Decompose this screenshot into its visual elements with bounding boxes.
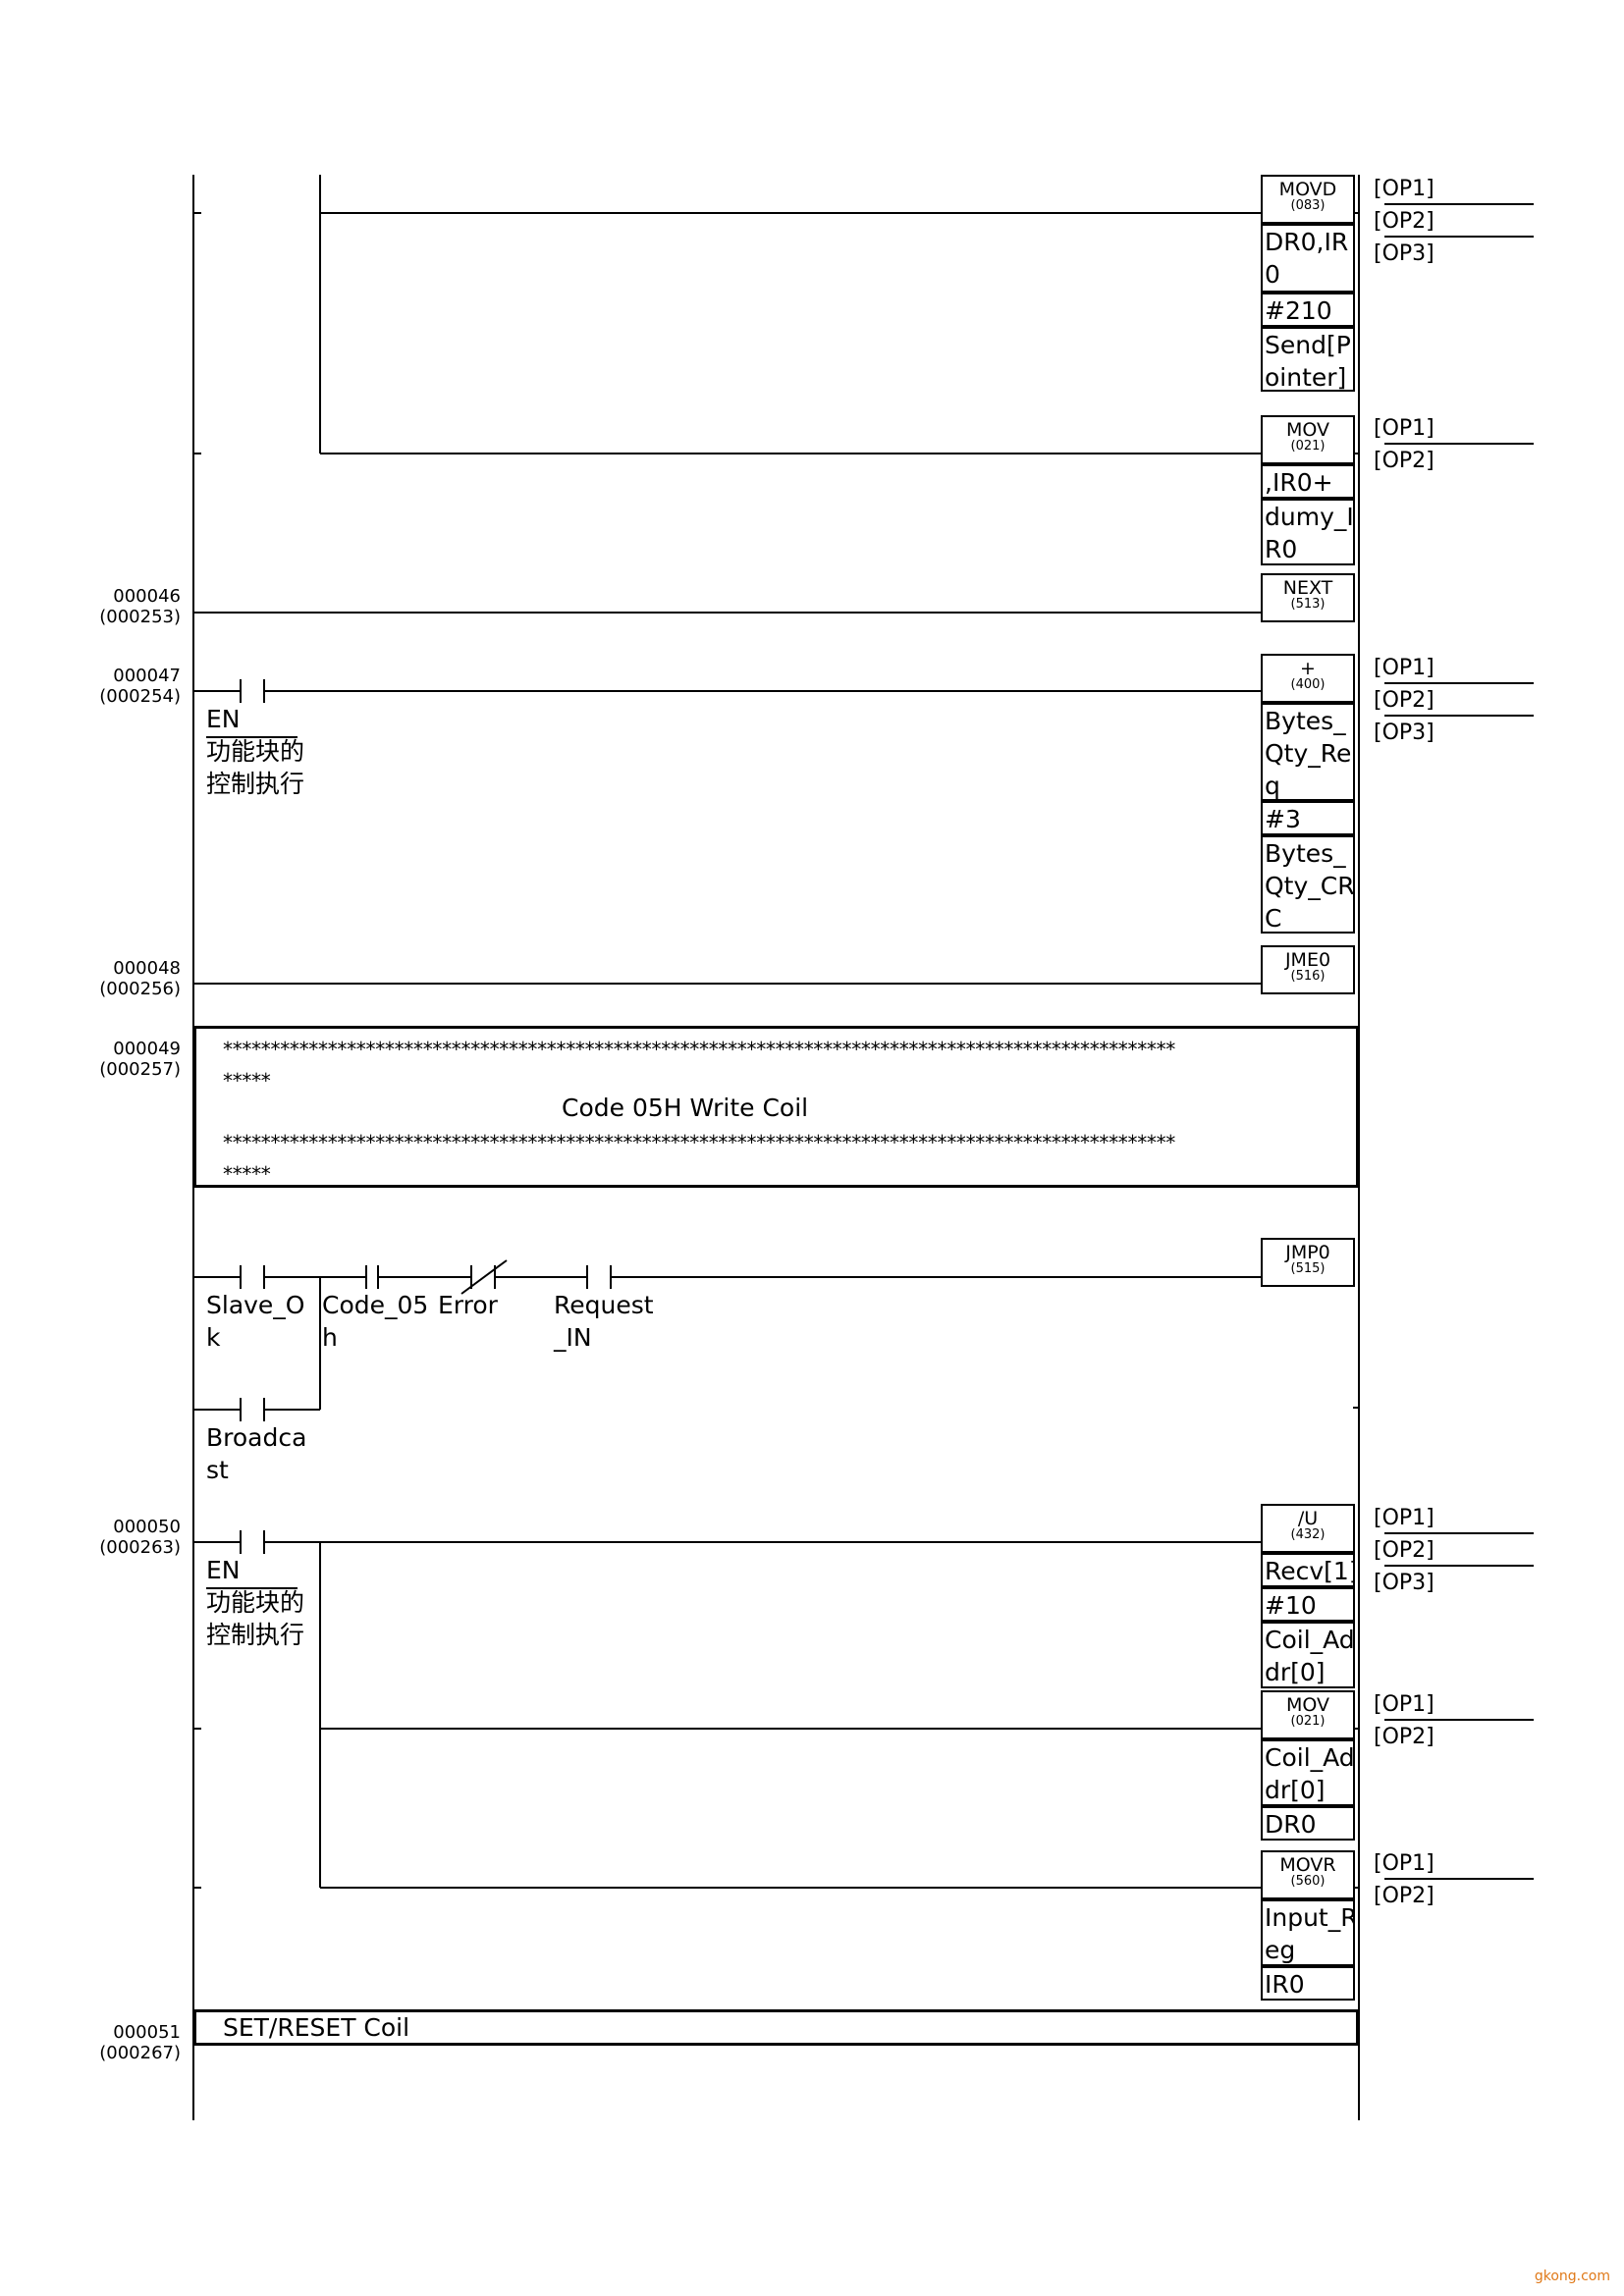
comment-title: Code 05H Write Coil — [562, 1094, 809, 1122]
instruction-jmp0[interactable]: JMP0(515) — [1261, 1238, 1355, 1287]
instruction-name: /U — [1297, 1508, 1319, 1529]
comment-stars: ****************************************… — [223, 1038, 1176, 1061]
operand[interactable]: Bytes_ Qty_Re q — [1261, 703, 1355, 801]
rung-number: 000051(000267) — [99, 2022, 181, 2063]
operand[interactable]: Coil_Ad dr[0] — [1261, 1739, 1355, 1806]
rung-number: 000050(000263) — [99, 1517, 181, 1558]
operand[interactable]: #3 — [1261, 801, 1355, 835]
instruction-code: (516) — [1290, 969, 1326, 984]
operand[interactable]: #210 — [1261, 293, 1355, 327]
instruction-name: + — [1300, 658, 1316, 679]
operand-label: [OP1] — [1374, 1506, 1435, 1530]
instruction-name: NEXT — [1282, 577, 1333, 599]
operand-label: [OP2] — [1374, 688, 1435, 713]
operand[interactable]: dumy_I R0 — [1261, 499, 1355, 565]
operand-label: [OP1] — [1374, 416, 1435, 441]
operand-label: [OP1] — [1374, 1851, 1435, 1876]
instruction-code: (560) — [1290, 1874, 1326, 1889]
instruction-movd[interactable]: MOVD(083) — [1261, 175, 1355, 224]
operand[interactable]: DR0,IR 0 — [1261, 224, 1355, 293]
instruction-name: JME0 — [1284, 949, 1331, 971]
operand-label: [OP3] — [1374, 1571, 1435, 1595]
operand[interactable]: Coil_Ad dr[0] — [1261, 1622, 1355, 1688]
contact-request-in-label[interactable]: Request_IN — [554, 1291, 654, 1352]
comment-block[interactable]: ****************************************… — [193, 1026, 1359, 1188]
instruction-code: (515) — [1290, 1261, 1326, 1276]
instruction-name: MOVR — [1279, 1854, 1336, 1876]
instruction-code: (432) — [1290, 1527, 1326, 1542]
operand-label: [OP2] — [1374, 1538, 1435, 1563]
operand-label: [OP3] — [1374, 721, 1435, 745]
operand-label: [OP2] — [1374, 449, 1435, 473]
operand[interactable]: Recv[1] — [1261, 1553, 1355, 1587]
watermark-logo: gkong.com — [1534, 2269, 1610, 2284]
contact-error-label[interactable]: Error — [438, 1291, 498, 1319]
comment-title: SET/RESET Coil — [223, 2013, 410, 2042]
instruction-name: MOV — [1285, 1694, 1329, 1716]
instruction-name: MOV — [1285, 419, 1329, 441]
instruction-code: (021) — [1290, 439, 1326, 454]
instruction-name: JMP0 — [1285, 1242, 1330, 1263]
instruction-mov[interactable]: MOV(021) — [1261, 1690, 1355, 1739]
comment-stars: ***** — [223, 1069, 271, 1093]
operand-label: [OP1] — [1374, 177, 1435, 201]
instruction-add[interactable]: +(400) — [1261, 654, 1355, 703]
rung-number: 000046(000253) — [99, 586, 181, 627]
rung-number: 000049(000257) — [99, 1039, 181, 1080]
operand-label: [OP3] — [1374, 241, 1435, 266]
operand-label: [OP1] — [1374, 1692, 1435, 1717]
instruction-code: (513) — [1290, 597, 1326, 612]
comment-stars: ****************************************… — [223, 1131, 1176, 1154]
operand[interactable]: IR0 — [1261, 1966, 1355, 2001]
operand-label: [OP2] — [1374, 1725, 1435, 1749]
nc-slash — [460, 1259, 508, 1295]
instruction-jme0[interactable]: JME0(516) — [1261, 945, 1355, 994]
instruction-div-u[interactable]: /U(432) — [1261, 1504, 1355, 1553]
instruction-code: (400) — [1290, 677, 1326, 692]
operand[interactable]: Bytes_ Qty_CR C — [1261, 835, 1355, 934]
operand[interactable]: Input_R eg — [1261, 1899, 1355, 1966]
operand[interactable]: #10 — [1261, 1587, 1355, 1622]
rung-number: 000048(000256) — [99, 958, 181, 999]
operand[interactable]: DR0 — [1261, 1806, 1355, 1841]
instruction-code: (083) — [1290, 198, 1326, 213]
instruction-next[interactable]: NEXT(513) — [1261, 573, 1355, 622]
instruction-mov[interactable]: MOV(021) — [1261, 415, 1355, 464]
operand-label: [OP2] — [1374, 1884, 1435, 1908]
operand[interactable]: ,IR0+ — [1261, 464, 1355, 499]
comment-stars: ***** — [223, 1162, 271, 1186]
instruction-code: (021) — [1290, 1714, 1326, 1729]
comment-block[interactable]: SET/RESET Coil — [193, 2009, 1359, 2046]
operand[interactable]: Send[P ointer] — [1261, 327, 1355, 392]
operand-label: [OP1] — [1374, 656, 1435, 680]
operand-label: [OP2] — [1374, 209, 1435, 234]
instruction-movr[interactable]: MOVR(560) — [1261, 1850, 1355, 1899]
instruction-name: MOVD — [1278, 179, 1337, 200]
rung-number: 000047(000254) — [99, 666, 181, 707]
